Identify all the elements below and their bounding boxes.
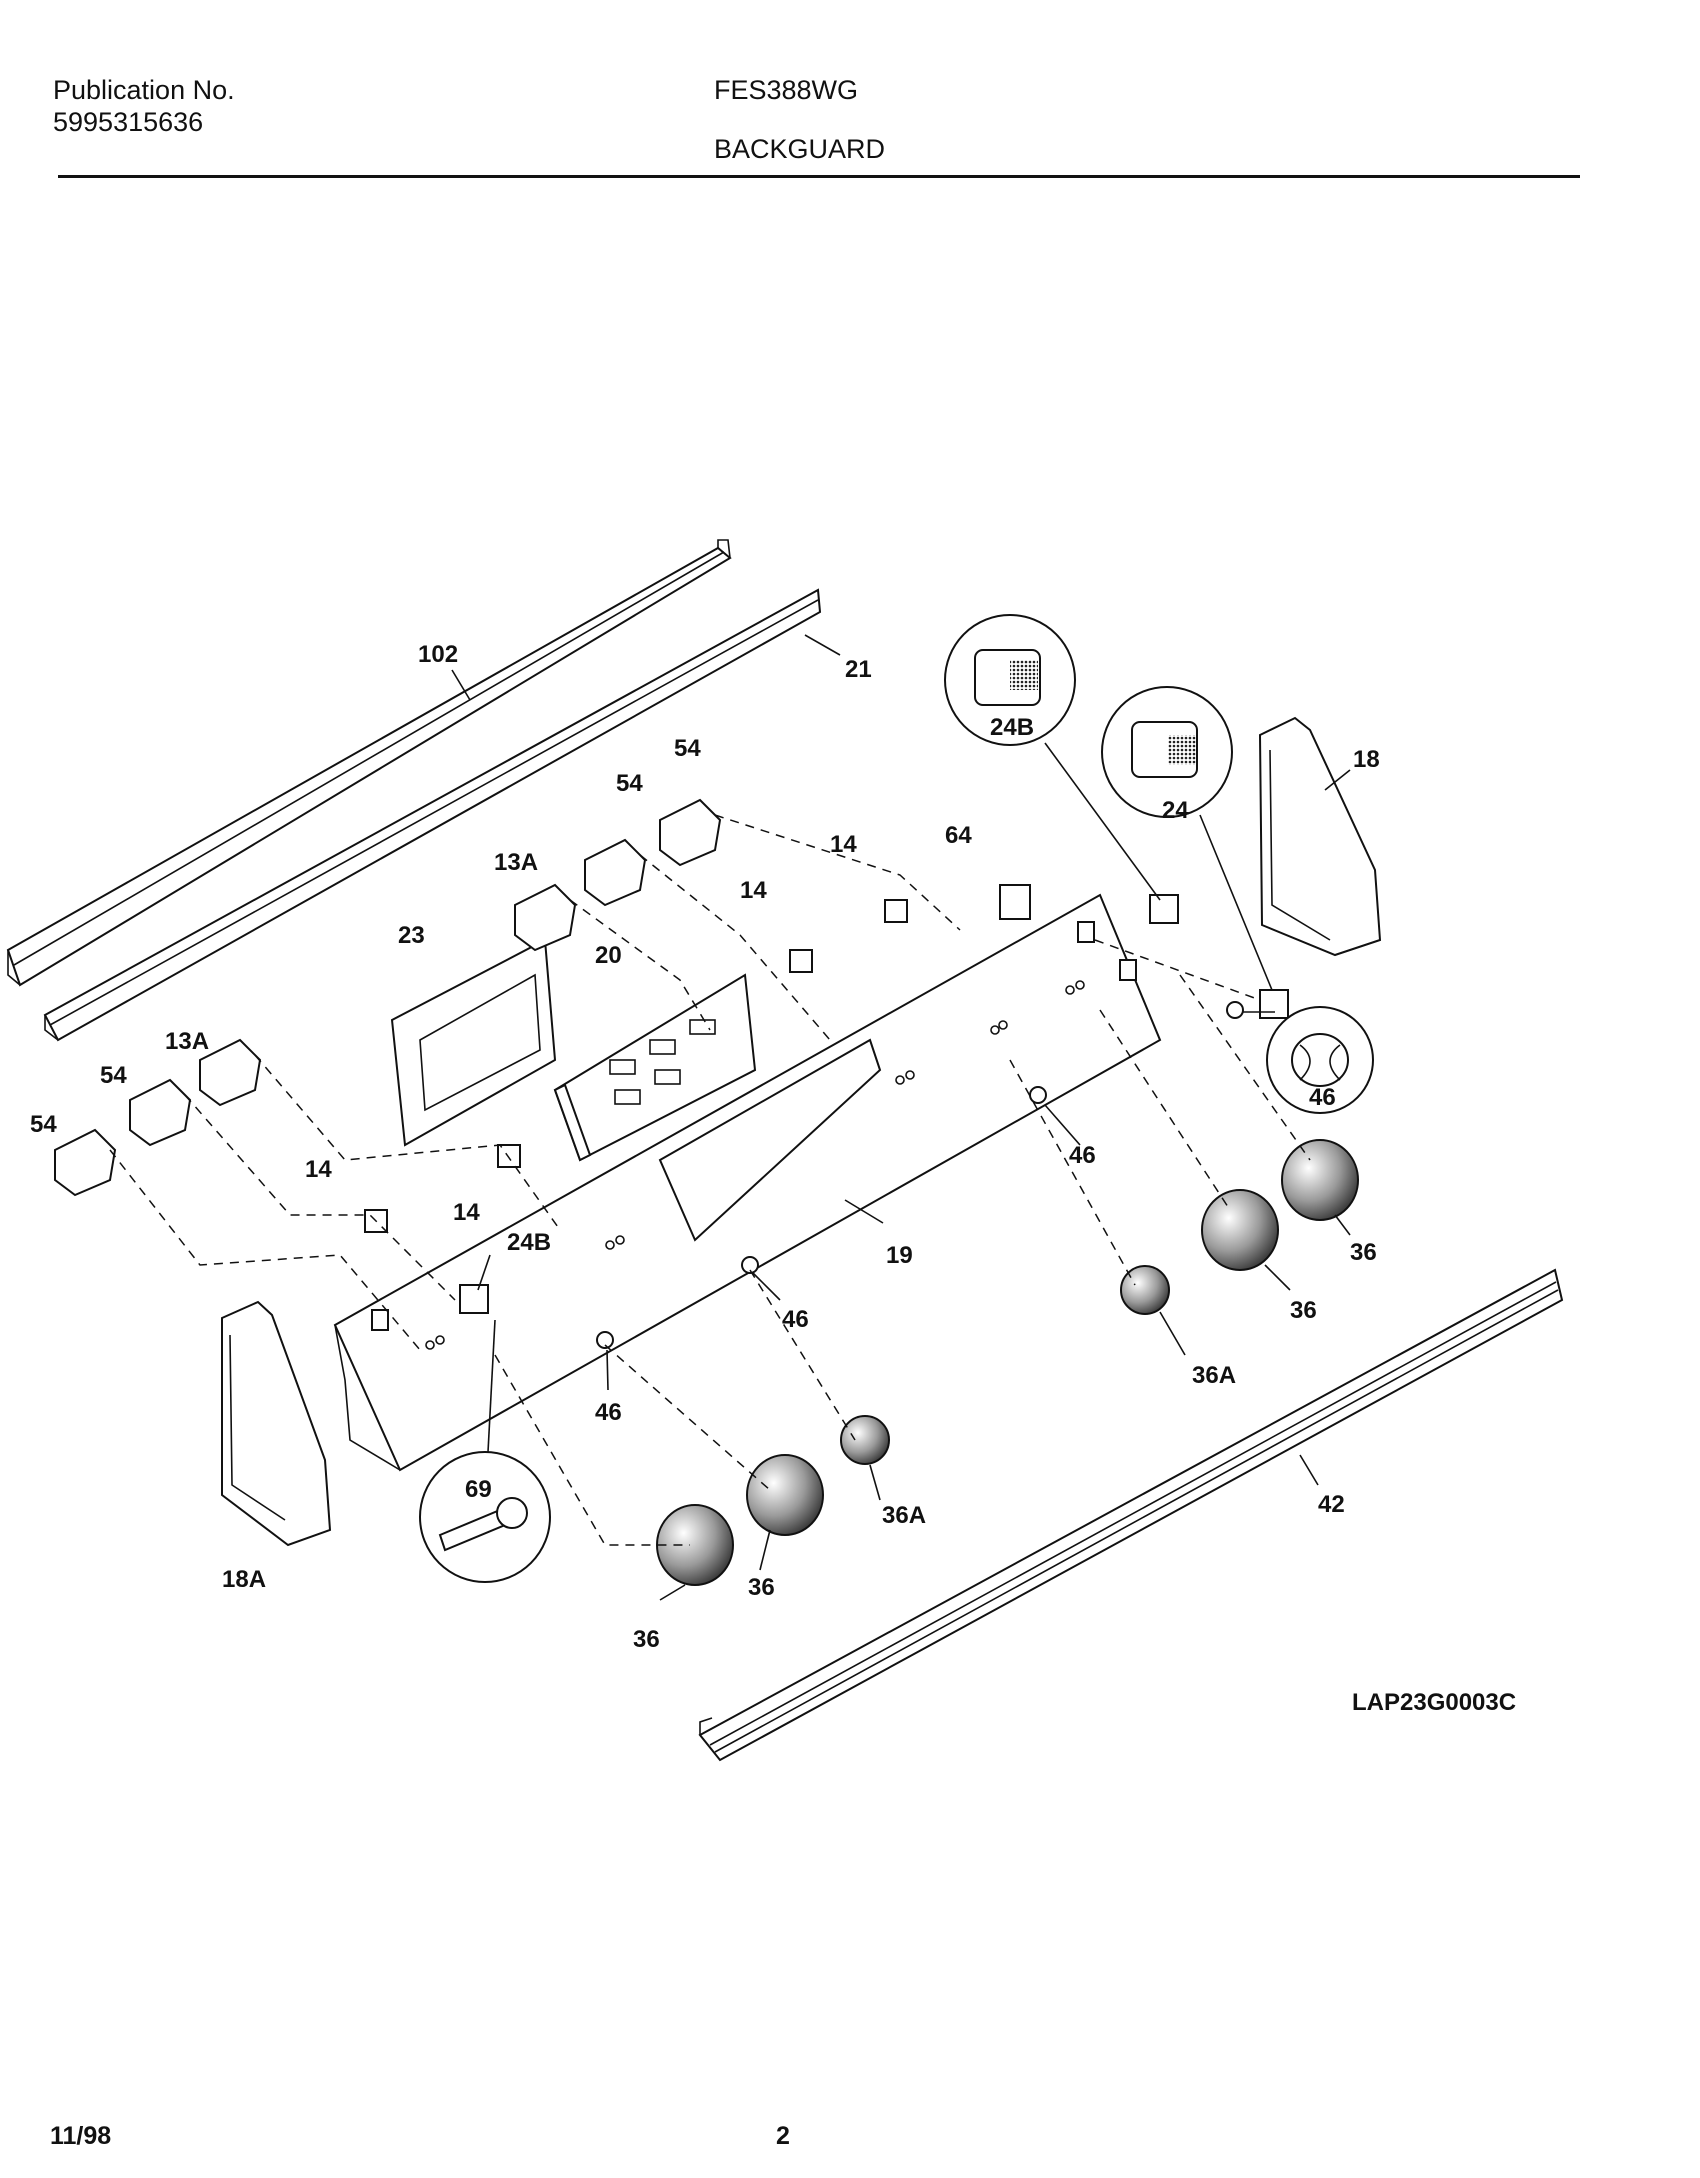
model-number: FES388WG — [714, 75, 859, 105]
callout-label: 54 — [616, 770, 643, 797]
callout-label: 42 — [1318, 1491, 1345, 1518]
knobs — [656, 1139, 1359, 1586]
section-title: BACKGUARD — [714, 134, 886, 164]
callout-label: 24B — [990, 714, 1034, 741]
header-rule — [58, 175, 1580, 178]
callout-label: 24 — [1162, 797, 1189, 824]
callout-label: 13A — [494, 849, 538, 876]
callout-label: 46 — [1069, 1142, 1096, 1169]
bottom-trim-42 — [698, 1268, 1564, 1762]
detail-circle-46 — [1266, 1006, 1374, 1114]
detail-circle-24b — [944, 614, 1076, 746]
holder-24b — [1149, 894, 1179, 924]
footer-date: 11/98 — [50, 2122, 112, 2150]
callout-label: 36 — [1350, 1239, 1377, 1266]
backguard-panel-19 — [333, 893, 1162, 1472]
callout-label: 24B — [507, 1229, 551, 1256]
callout-label: 69 — [465, 1476, 492, 1503]
page-number: 2 — [776, 2122, 790, 2150]
holder-24 — [1259, 989, 1289, 1019]
callout-label: 46 — [595, 1399, 622, 1426]
callout-label: 23 — [398, 922, 425, 949]
callout-label: 54 — [100, 1062, 127, 1089]
callout-label: 36 — [748, 1574, 775, 1601]
callout-label: 102 — [418, 641, 458, 668]
window-frame-23 — [390, 938, 557, 1147]
top-trim-102 — [6, 539, 732, 987]
callout-label: 46 — [782, 1306, 809, 1333]
detail-circle-24 — [1101, 686, 1233, 818]
switch-group-upper — [514, 798, 722, 952]
publication-number: 5995315636 — [53, 107, 204, 137]
grommets-46 — [596, 1001, 1244, 1349]
callout-label: 18 — [1353, 746, 1380, 773]
end-cap-18 — [1258, 716, 1382, 957]
callout-label: 20 — [595, 942, 622, 969]
callout-label: 64 — [945, 822, 972, 849]
callout-label: 54 — [674, 735, 701, 762]
switch-group-left — [54, 1038, 262, 1197]
callout-label: 14 — [305, 1156, 332, 1183]
publication-label: Publication No. — [53, 75, 235, 105]
callout-label: 13A — [165, 1028, 209, 1055]
callout-labels: 102 21 54 54 13A 23 20 14 14 64 24B 24 1… — [30, 641, 1516, 1716]
callout-label: 14 — [740, 877, 767, 904]
callout-label: 14 — [830, 831, 857, 858]
callout-label: 36 — [633, 1626, 660, 1653]
end-cap-18a — [221, 1300, 332, 1547]
callout-label: 36A — [1192, 1362, 1236, 1389]
part-64 — [999, 884, 1031, 920]
holder-24b-lower — [459, 1284, 489, 1314]
diagram-id: LAP23G0003C — [1352, 1689, 1516, 1716]
callout-label: 14 — [453, 1199, 480, 1226]
callout-label: 36A — [882, 1502, 926, 1529]
callout-label: 46 — [1309, 1084, 1336, 1111]
callout-label: 21 — [845, 656, 872, 683]
assembly-dashed-lines — [109, 814, 1311, 1546]
detail-circle-69 — [419, 1451, 551, 1583]
callout-label: 18A — [222, 1566, 266, 1593]
channel-21 — [43, 588, 822, 1042]
leader-lines — [451, 634, 1351, 1601]
callout-label: 36 — [1290, 1297, 1317, 1324]
callout-label: 19 — [886, 1242, 913, 1269]
callout-label: 54 — [30, 1111, 57, 1138]
